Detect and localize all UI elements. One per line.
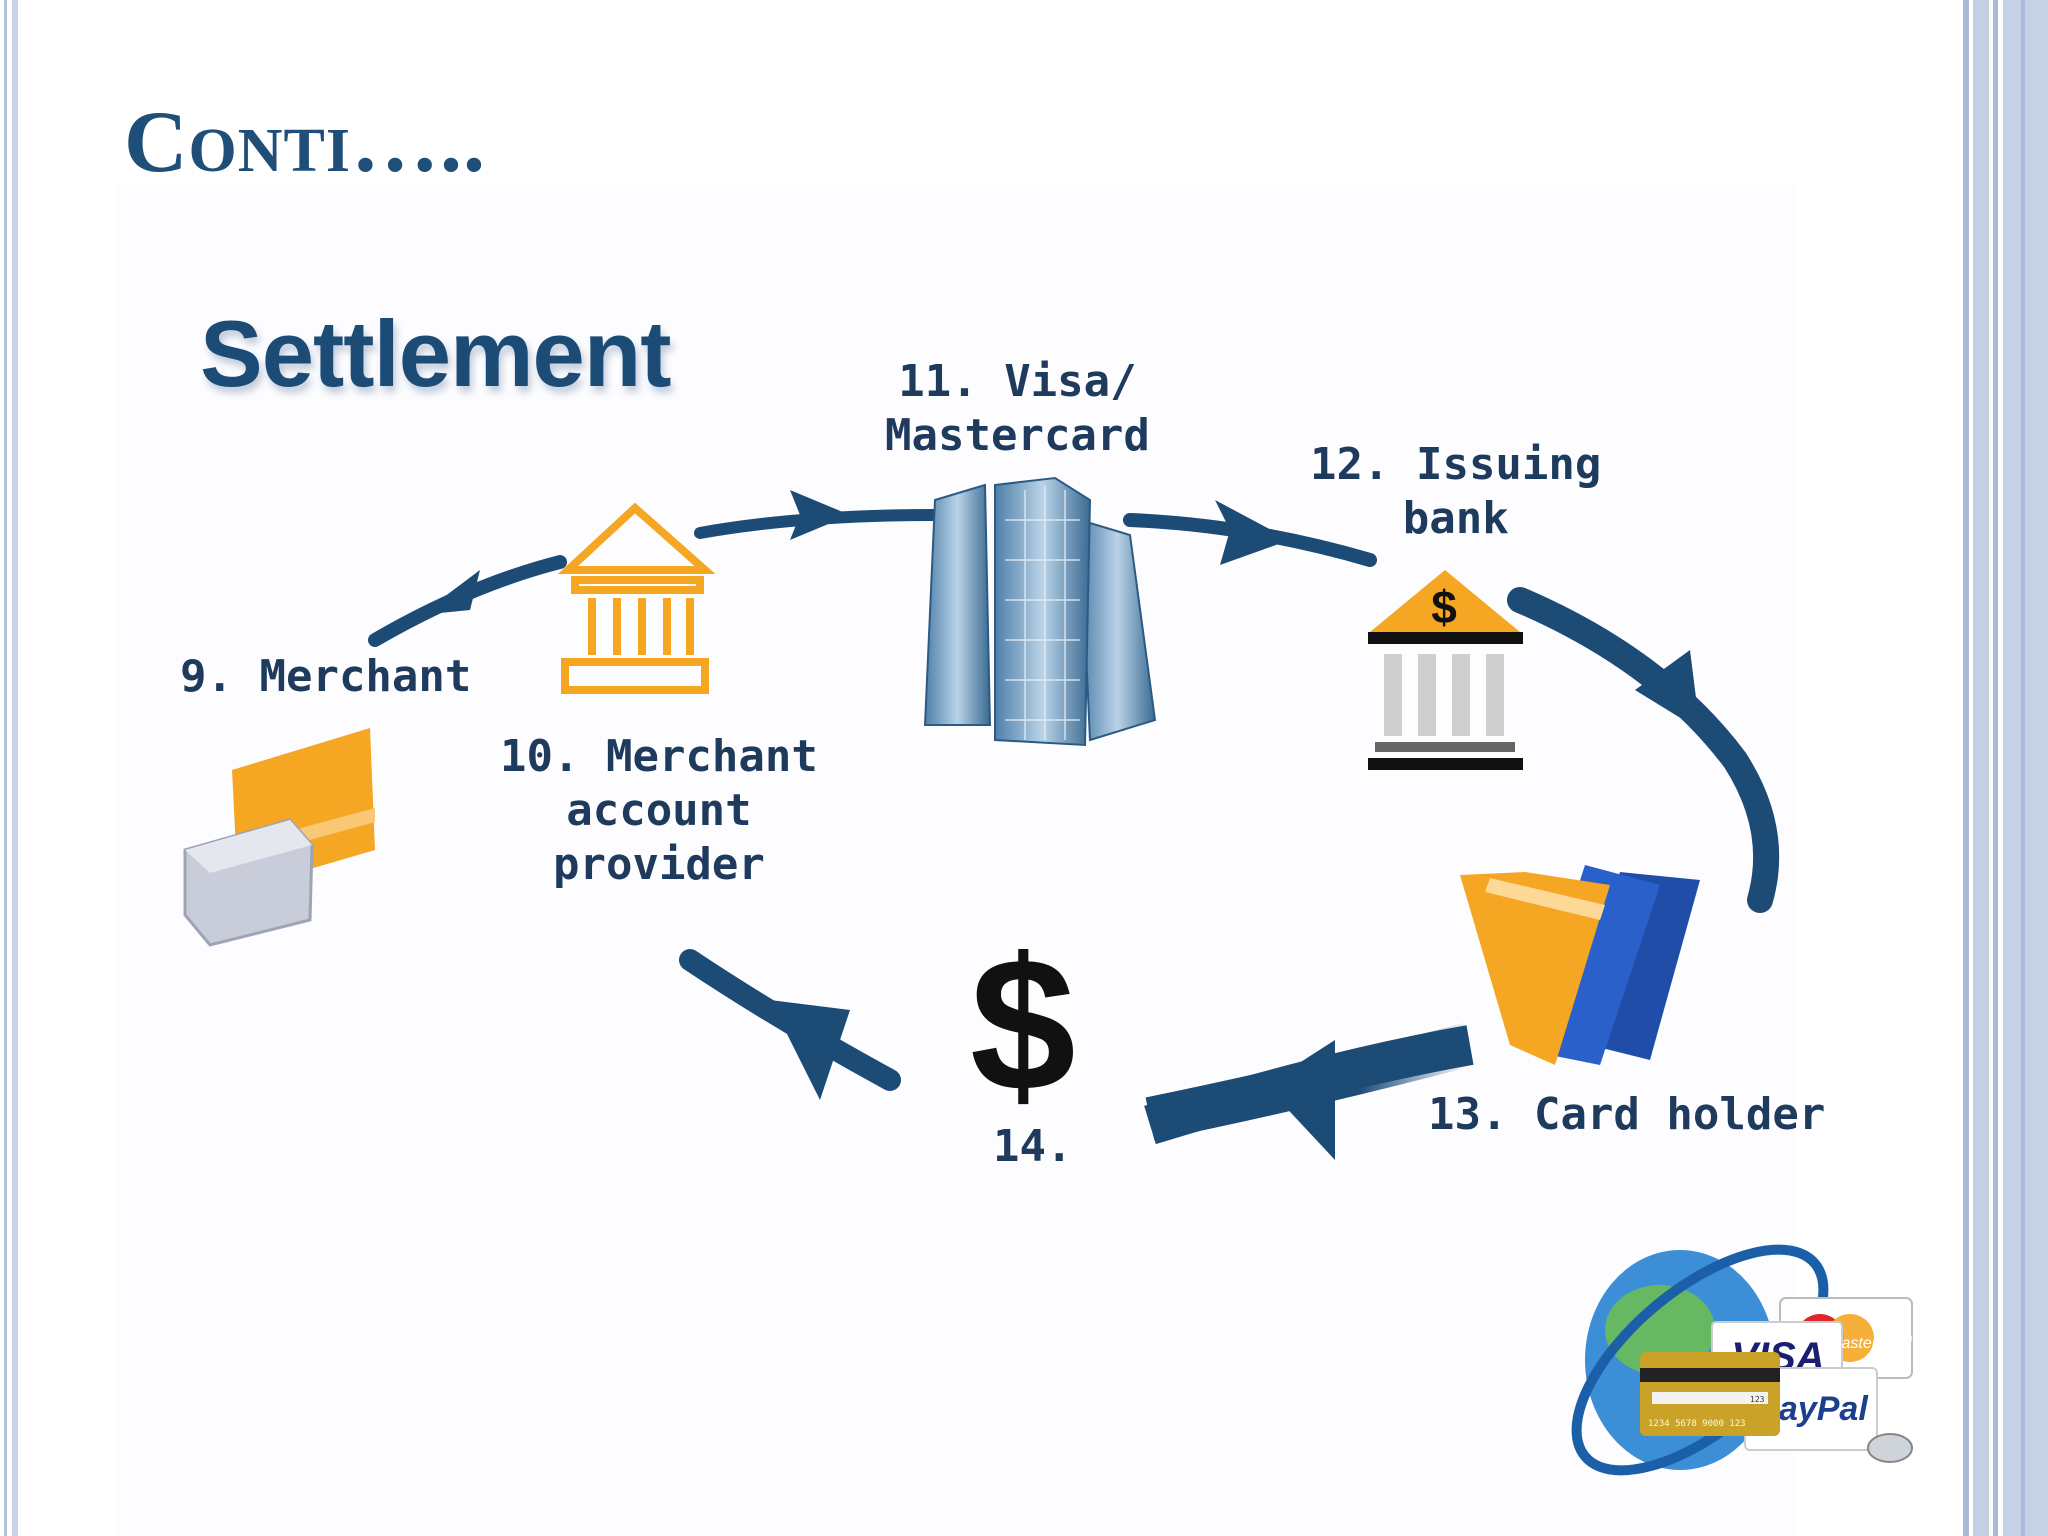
visa-mastercard-building-icon [923, 476, 1157, 747]
logo-card-cvv: 123 [1750, 1395, 1765, 1404]
label-line: Mastercard [885, 410, 1150, 461]
flow-arrow-visa-to-issuing [1123, 500, 1377, 567]
cardholder-cards-icon [1460, 865, 1700, 1065]
label-line: 10. Merchant [500, 731, 818, 782]
mastercard-brand-text: MasterCard [1828, 1335, 1913, 1352]
flow-arrow-issuing-to-cardholder [1507, 587, 1780, 913]
flow-arrow-merchant-to-provider [368, 555, 567, 647]
provider-bank-icon [557, 502, 716, 694]
payment-logo-graphic: VISA MasterCard PayPal 123 1234 5678 900… [1571, 1244, 1913, 1476]
label-payment: 14. [993, 1121, 1073, 1172]
settlement-diagram [115, 185, 1795, 1535]
logo-card-number: 1234 5678 9000 123 [1648, 1419, 1746, 1429]
label-line: bank [1402, 493, 1509, 544]
label-line: account [566, 785, 752, 836]
flow-arrow-payment-to-provider [679, 949, 901, 1100]
slide-frame-left [0, 0, 20, 1536]
label-card-holder: 13. Card holder [1428, 1089, 1826, 1140]
label-issuing-bank: 12. Issuing bank [1310, 438, 1601, 546]
diagram-heading: Settlement [200, 301, 672, 406]
flow-arrow-cardholder-to-payment [1144, 1022, 1476, 1160]
label-merchant-account-provider: 10. Merchant account provider [500, 730, 818, 892]
flow-arrow-provider-to-visa [694, 490, 941, 540]
slide-title: Conti….. [124, 94, 487, 191]
slide-frame-right [1963, 0, 2048, 1536]
label-line: provider [552, 839, 765, 890]
label-merchant: 9. Merchant [180, 651, 472, 702]
label-line: 11. Visa/ [898, 356, 1137, 407]
payment-dollar-symbol: $ [970, 919, 1076, 1131]
label-line: 12. Issuing [1310, 439, 1602, 490]
issuing-bank-icon: $ [1368, 570, 1523, 770]
card-terminal-icon [183, 728, 375, 947]
issuing-bank-dollar-symbol: $ [1431, 581, 1457, 633]
label-visa-mastercard: 11. Visa/ Mastercard [885, 355, 1150, 463]
